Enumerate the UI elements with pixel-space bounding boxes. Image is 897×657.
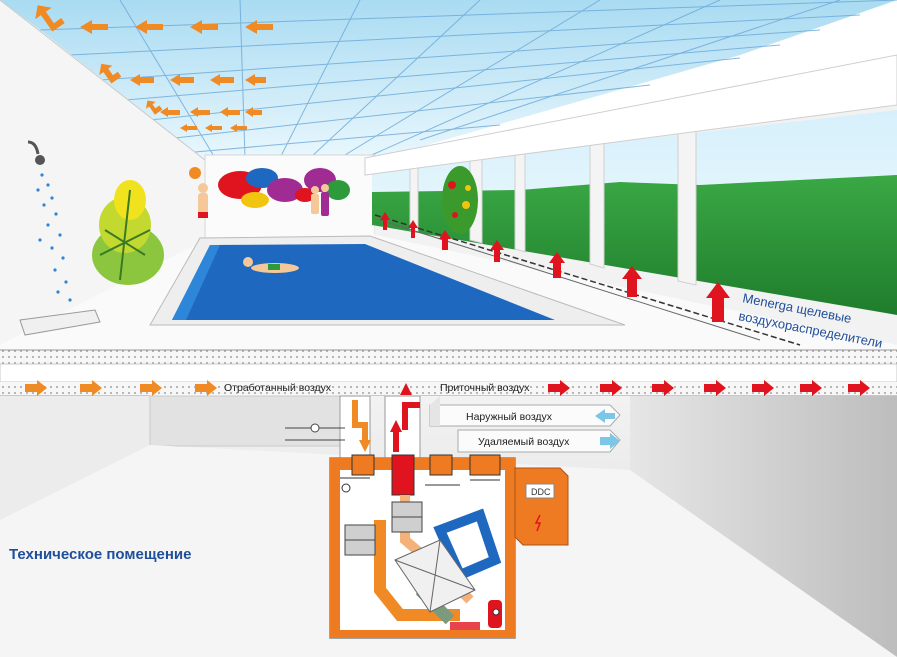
shower	[19, 140, 101, 336]
air-handling-unit	[329, 454, 516, 639]
supply-arrows-floor	[380, 212, 730, 322]
exhaust-arrows-ceiling	[35, 5, 273, 132]
supply-arrows-duct	[548, 380, 870, 396]
technical-room-title: Техническое помещение	[9, 546, 191, 563]
swimmer	[243, 257, 299, 273]
supply-air-label: Приточный воздух	[440, 382, 530, 394]
person-with-ball	[189, 167, 208, 218]
removed-air-label: Удаляемый воздух	[478, 436, 570, 448]
vertical-ducts	[339, 383, 421, 459]
tech-room-left-wall	[0, 396, 150, 520]
outdoor-air-duct: Наружный воздух	[429, 396, 621, 427]
grass	[372, 175, 897, 315]
floor-slab	[0, 349, 897, 397]
exhaust-air-label: Отработанный воздух	[224, 382, 332, 394]
outdoor-air-label: Наружный воздух	[466, 411, 553, 423]
tree-outside	[442, 166, 478, 234]
tech-room-right-wall	[630, 396, 897, 657]
pool-water	[172, 244, 555, 320]
removed-air-duct: Удаляемый воздух	[457, 429, 621, 453]
people-group	[311, 184, 329, 216]
plant	[92, 180, 164, 285]
ceiling-grid	[39, 0, 897, 159]
pool-hall: Menerga щелевые воздухораспределители	[0, 0, 897, 351]
damper-control	[285, 423, 345, 441]
exhaust-arrows-duct	[25, 380, 217, 396]
window-header	[364, 54, 897, 176]
ddc-label: DDC	[531, 487, 551, 497]
ddc-cabinet: DDC	[514, 467, 569, 546]
